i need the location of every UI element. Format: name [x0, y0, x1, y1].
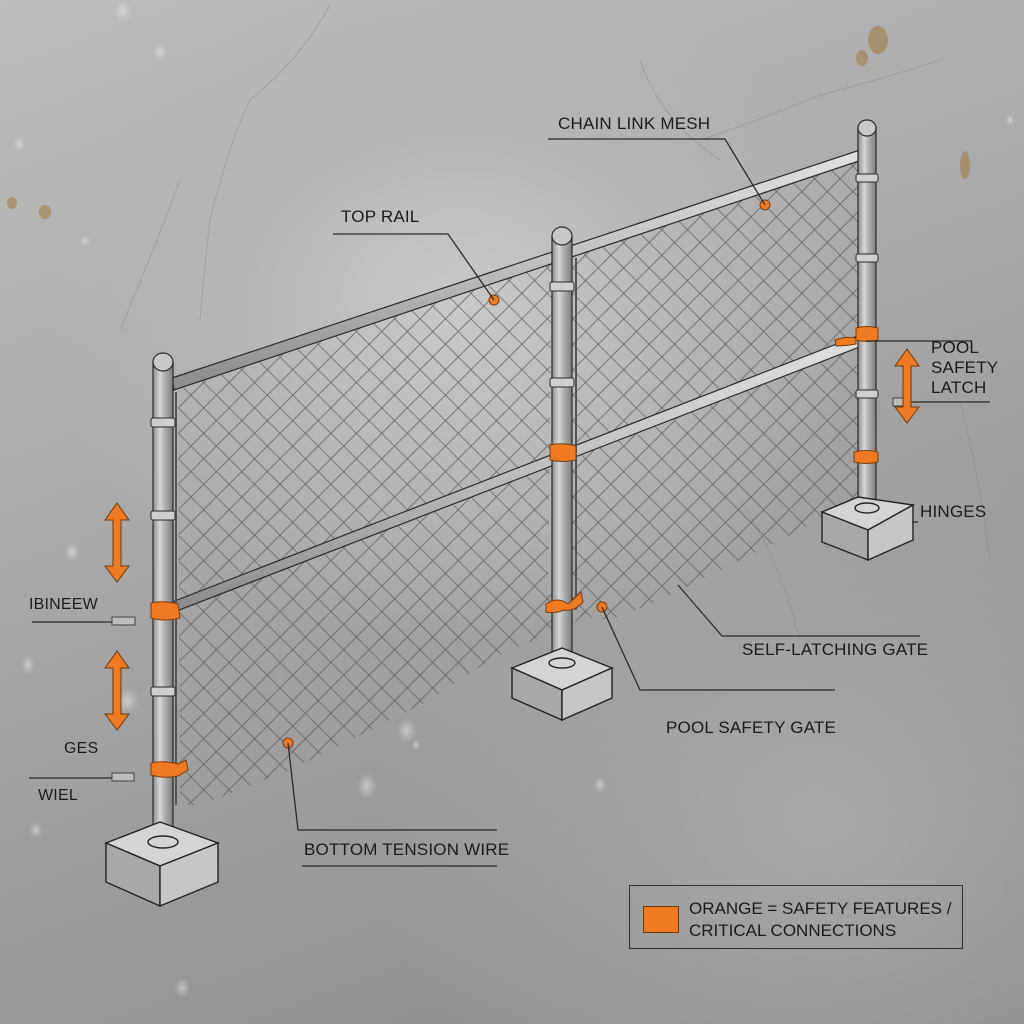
label-self-latching-gate: SELF-LATCHING GATE — [742, 640, 929, 659]
concrete-footings — [104, 496, 916, 908]
label-top-rail: TOP RAIL — [341, 207, 420, 226]
label-left-2: GES — [64, 740, 99, 757]
double-arrow-icon — [894, 348, 920, 424]
label-tags — [111, 397, 910, 782]
chain-link-mesh-panel — [178, 160, 858, 805]
label-left-3: WIEL — [38, 787, 78, 804]
legend-orange-swatch — [643, 906, 679, 933]
orange-safety-clamps — [150, 326, 879, 778]
legend-text: ORANGE = SAFETY FEATURES / CRITICAL CONN… — [689, 899, 952, 940]
label-pool-safety-gate: POOL SAFETY GATE — [666, 718, 837, 737]
label-left-1: IBINEEW — [29, 596, 98, 613]
label-chain-link-mesh: CHAIN LINK MESH — [558, 114, 711, 133]
tension-bands — [150, 173, 879, 697]
label-bottom-tension-wire: BOTTOM TENSION WIRE — [304, 840, 510, 859]
label-hinges: HINGES — [920, 502, 987, 521]
double-arrow-icon — [104, 650, 130, 731]
double-arrow-icon — [104, 502, 130, 583]
leader-lines — [29, 138, 990, 867]
legend: ORANGE = SAFETY FEATURES / CRITICAL CONN… — [629, 885, 963, 949]
label-pool-safety-latch: POOL SAFETY LATCH — [931, 338, 999, 397]
rust-stains — [7, 26, 970, 219]
